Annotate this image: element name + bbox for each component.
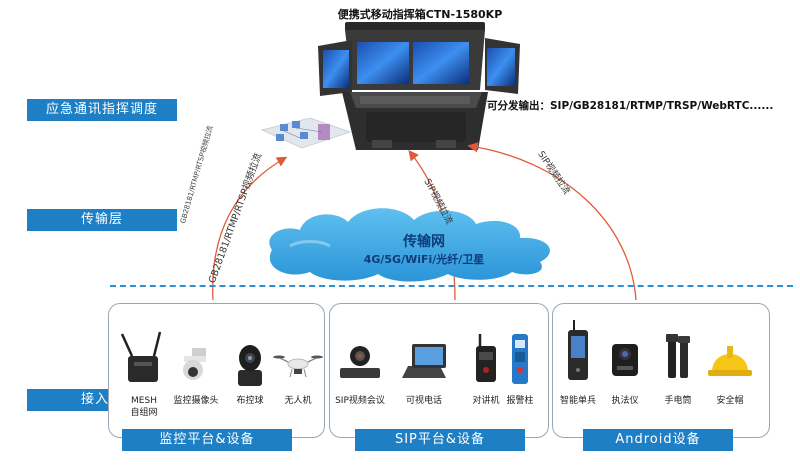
panel-label-sip: SIP平台&设备 [355, 429, 525, 451]
command-network-icon [260, 117, 352, 149]
network-types: 4G/5G/WiFi/光纤/卫星 [363, 253, 485, 266]
layer-label-transport: 传输层 [27, 209, 177, 231]
device-label-drone: 无人机 [284, 396, 312, 406]
panel-android [552, 303, 770, 438]
layer-divider [110, 285, 793, 287]
command-case-icon [318, 22, 520, 150]
panel-label-android: Android设备 [583, 429, 733, 451]
flow-arrow-gb [212, 156, 288, 301]
layer-label-command: 应急通讯指挥调度 [27, 99, 177, 121]
panel-sip [329, 303, 549, 438]
device-label-mesh-line2: 自组网 [130, 408, 158, 418]
output-protocols: 可分发输出：SIP/GB28181/RTMP/TRSP/WebRTC...... [487, 100, 774, 112]
device-label-flashlight: 手电筒 [664, 396, 692, 406]
device-label-smart-terminal: 智能单兵 [559, 396, 596, 406]
device-label-mesh: MESH 自组网 [114, 395, 174, 419]
transport-cloud-icon [269, 208, 550, 282]
panel-label-monitoring: 监控平台&设备 [122, 429, 292, 451]
device-label-sip-conference: SIP视频会议 [335, 396, 385, 406]
device-label-alarm-pillar: 报警柱 [506, 396, 534, 406]
device-label-mesh-line1: MESH [131, 396, 157, 406]
diagram-title: 便携式移动指挥箱CTN-1580KP [337, 8, 503, 21]
device-label-dome-camera: 监控摄像头 [173, 396, 219, 406]
device-label-ptz-ball: 布控球 [236, 396, 264, 406]
device-label-safety-helmet: 安全帽 [716, 396, 744, 406]
device-label-body-camera: 执法仪 [611, 396, 639, 406]
flow-arrow-sip-right [467, 142, 637, 301]
device-label-video-phone: 可视电话 [405, 396, 442, 406]
network-name: 传输网 [403, 234, 445, 250]
device-label-walkie-talkie: 对讲机 [472, 396, 500, 406]
